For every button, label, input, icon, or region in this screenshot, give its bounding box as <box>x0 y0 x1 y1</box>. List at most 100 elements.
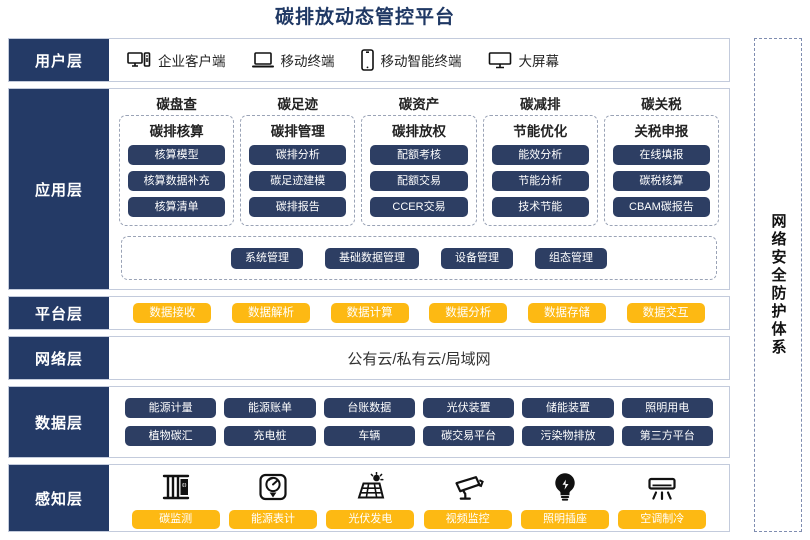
page-title: 碳排放动态管控平台 <box>274 7 455 28</box>
layer-user: 用户层 企业客户端 移动终端 移动智能终端 大屏幕 <box>8 38 730 82</box>
application-module-button[interactable]: 核算数据补充 <box>128 171 226 191</box>
application-group: 碳减排节能优化能效分析节能分析技术节能 <box>482 93 598 226</box>
data-source-button[interactable]: 照明用电 <box>621 398 713 418</box>
layer-application: 应用层 碳盘查碳排核算核算模型核算数据补充核算清单碳足迹碳排管理碳排分析碳足迹建… <box>8 88 730 290</box>
data-source-row-2: 植物碳汇充电桩车辆碳交易平台污染物排放第三方平台 <box>125 426 713 446</box>
sensor-device-label: 能源表计 <box>228 509 317 529</box>
application-module-button[interactable]: CBAM碳报告 <box>612 197 711 217</box>
sensor-device-item[interactable]: 视频监控 <box>420 468 516 529</box>
platform-capability-button[interactable]: 数据存储 <box>527 303 606 323</box>
application-module-button[interactable]: 技术节能 <box>491 197 589 217</box>
platform-capability-button[interactable]: 数据分析 <box>429 303 508 323</box>
user-terminal-label: 移动智能终端 <box>380 54 462 69</box>
data-source-button[interactable]: 充电桩 <box>224 426 316 446</box>
application-module-button[interactable]: 核算模型 <box>128 145 226 165</box>
platform-capability-button[interactable]: 数据解析 <box>231 303 310 323</box>
light-bulb-icon <box>552 468 578 502</box>
application-module-button[interactable]: 能效分析 <box>491 145 589 165</box>
user-terminal-item[interactable]: 移动终端 <box>251 50 335 70</box>
layer-label-data: 数据层 <box>9 387 109 457</box>
smartphone-icon <box>360 49 374 71</box>
data-source-button[interactable]: 储能装置 <box>522 398 614 418</box>
sensor-device-label: 照明插座 <box>520 509 609 529</box>
data-source-button[interactable]: 车辆 <box>323 426 415 446</box>
data-source-button[interactable]: 污染物排放 <box>522 426 614 446</box>
application-module-button[interactable]: 节能分析 <box>491 171 589 191</box>
sensor-device-label: 视频监控 <box>423 509 512 529</box>
application-group: 碳关税关税申报在线填报碳税核算 CBAM碳报告 <box>603 93 720 226</box>
data-source-button[interactable]: 植物碳汇 <box>125 426 217 446</box>
sensor-device-label: 光伏发电 <box>326 509 415 529</box>
application-group: 碳足迹碳排管理碳排分析碳足迹建模碳排报告 <box>240 93 356 226</box>
layer-platform: 平台层 数据接收数据解析数据计算数据分析数据存储数据交互 <box>8 296 730 330</box>
layer-body-data: 能源计量能源账单台账数据光伏装置储能装置照明用电 植物碳汇充电桩车辆碳交易平台污… <box>109 387 729 457</box>
application-group-subtitle: 关税申报 <box>634 124 689 139</box>
data-source-button[interactable]: 第三方平台 <box>621 426 713 446</box>
application-group-title: 碳足迹 <box>277 97 319 112</box>
application-group-box: 关税申报在线填报碳税核算 CBAM碳报告 <box>603 115 720 226</box>
application-group-title: 碳盘查 <box>156 97 197 112</box>
application-module-button[interactable]: 碳排分析 <box>249 145 347 165</box>
layer-label-user: 用户层 <box>9 39 109 81</box>
platform-capability-button[interactable]: 数据接收 <box>133 303 212 323</box>
layer-network: 网络层 公有云/私有云/局域网 <box>8 336 730 380</box>
data-source-row-1: 能源计量能源账单台账数据光伏装置储能装置照明用电 <box>125 398 713 418</box>
layer-label-application: 应用层 <box>9 89 109 289</box>
sensor-device-item[interactable]: 碳监测 <box>128 468 224 529</box>
management-module-button[interactable]: 基础数据管理 <box>325 247 419 269</box>
user-terminal-label: 企业客户端 <box>158 54 226 69</box>
layer-label-sense: 感知层 <box>9 465 109 531</box>
management-module-button[interactable]: 系统管理 <box>231 247 303 269</box>
sensor-device-item[interactable]: 光伏发电 <box>322 468 418 529</box>
user-terminal-item[interactable]: 大屏幕 <box>488 50 560 70</box>
network-types-text: 公有云/私有云/局域网 <box>347 350 491 368</box>
application-group-subtitle: 节能优化 <box>513 124 568 139</box>
energy-meter-icon <box>258 468 288 502</box>
user-terminal-label: 大屏幕 <box>518 54 560 69</box>
laptop-icon <box>251 51 274 69</box>
application-group-subtitle: 碳排管理 <box>270 124 325 139</box>
application-module-button[interactable]: 碳足迹建模 <box>249 171 347 191</box>
layer-sense: 感知层 碳监测能源表计光伏发电视频监控照明插座空调制冷 <box>8 464 730 532</box>
application-module-button[interactable]: 配额考核 <box>370 145 468 165</box>
data-source-button[interactable]: 光伏装置 <box>422 398 515 418</box>
user-terminal-item[interactable]: 移动智能终端 <box>360 49 462 71</box>
application-group-box: 节能优化能效分析节能分析技术节能 <box>482 115 598 226</box>
layer-label-platform: 平台层 <box>9 297 109 329</box>
application-group-title: 碳资产 <box>398 97 440 112</box>
application-module-button[interactable]: 配额交易 <box>370 171 468 191</box>
sensor-device-label: 空调制冷 <box>618 509 707 529</box>
sensor-device-item[interactable]: 空调制冷 <box>614 468 710 529</box>
layer-label-network: 网络层 <box>9 337 109 379</box>
management-module-button[interactable]: 设备管理 <box>441 247 513 269</box>
data-source-button[interactable]: 碳交易平台 <box>422 426 515 446</box>
application-group-subtitle: 碳排核算 <box>149 124 204 139</box>
application-group-box: 碳排核算核算模型核算数据补充核算清单 <box>119 115 235 226</box>
sensor-device-item[interactable]: 能源表计 <box>225 468 321 529</box>
data-source-button[interactable]: 能源账单 <box>224 398 316 418</box>
sensor-device-list: 碳监测能源表计光伏发电视频监控照明插座空调制冷 <box>109 465 729 531</box>
data-source-button[interactable]: 台账数据 <box>323 398 415 418</box>
sensor-device-item[interactable]: 照明插座 <box>517 468 613 529</box>
application-module-button[interactable]: 核算清单 <box>128 197 226 217</box>
sensor-device-label: 碳监测 <box>131 509 220 529</box>
application-module-button[interactable]: 碳税核算 <box>612 171 711 191</box>
layer-body-user: 企业客户端 移动终端 移动智能终端 大屏幕 <box>109 39 729 81</box>
platform-capability-button[interactable]: 数据计算 <box>330 303 409 323</box>
application-module-button[interactable]: 在线填报 <box>612 145 711 165</box>
cctv-camera-icon <box>452 468 484 502</box>
air-conditioner-icon <box>646 468 678 502</box>
application-group-box: 碳排管理碳排分析碳足迹建模碳排报告 <box>240 115 356 226</box>
user-terminal-item[interactable]: 企业客户端 <box>127 50 226 70</box>
application-module-button[interactable]: 碳排报告 <box>249 197 347 217</box>
data-source-button[interactable]: 能源计量 <box>125 398 217 418</box>
management-module-button[interactable]: 组态管理 <box>535 247 607 269</box>
platform-capability-button[interactable]: 数据交互 <box>626 303 705 323</box>
application-group-title: 碳减排 <box>519 97 561 112</box>
application-group-title: 碳关税 <box>641 97 682 112</box>
carbon-monitor-icon <box>161 468 191 502</box>
application-module-button[interactable]: CCER交易 <box>370 197 468 217</box>
layer-body-sense: 碳监测能源表计光伏发电视频监控照明插座空调制冷 <box>109 465 729 531</box>
